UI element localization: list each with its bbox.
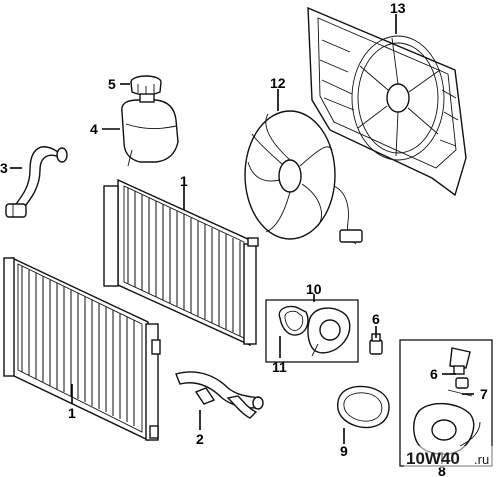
pump-gasket: [337, 385, 390, 429]
callout-3: 3: [0, 160, 8, 176]
upper-hose: [5, 146, 68, 218]
callout-8: 8: [438, 463, 446, 477]
watermark-brand: 10W40: [406, 449, 460, 468]
callout-7: 7: [480, 386, 488, 402]
lower-hose: [175, 371, 264, 419]
fan-shroud: [307, 6, 467, 197]
callout-4: 4: [90, 121, 98, 137]
callout-11: 11: [272, 359, 287, 375]
cooling-fan: [244, 110, 363, 245]
callout-9: 9: [340, 443, 348, 459]
callout-5: 5: [108, 76, 116, 92]
callout-6-upper: 6: [372, 311, 380, 327]
reservoir-cap: [130, 75, 162, 96]
thermostat-housing-box: [399, 339, 493, 467]
callout-10: 10: [306, 281, 322, 297]
water-pump-box: [265, 299, 359, 363]
callout-1-upper: 1: [180, 173, 188, 189]
callout-6-lower: 6: [430, 366, 438, 382]
radiator-lower: [3, 256, 161, 442]
callout-12: 12: [270, 75, 286, 91]
radiator-upper: [103, 178, 259, 347]
callout-1-lower: 1: [68, 405, 76, 421]
callout-13: 13: [390, 0, 406, 16]
expansion-tank: [121, 93, 179, 167]
watermark-suffix: .ru: [474, 452, 489, 467]
site-watermark: 10W40 .ru: [404, 446, 496, 468]
callout-2: 2: [196, 431, 204, 447]
